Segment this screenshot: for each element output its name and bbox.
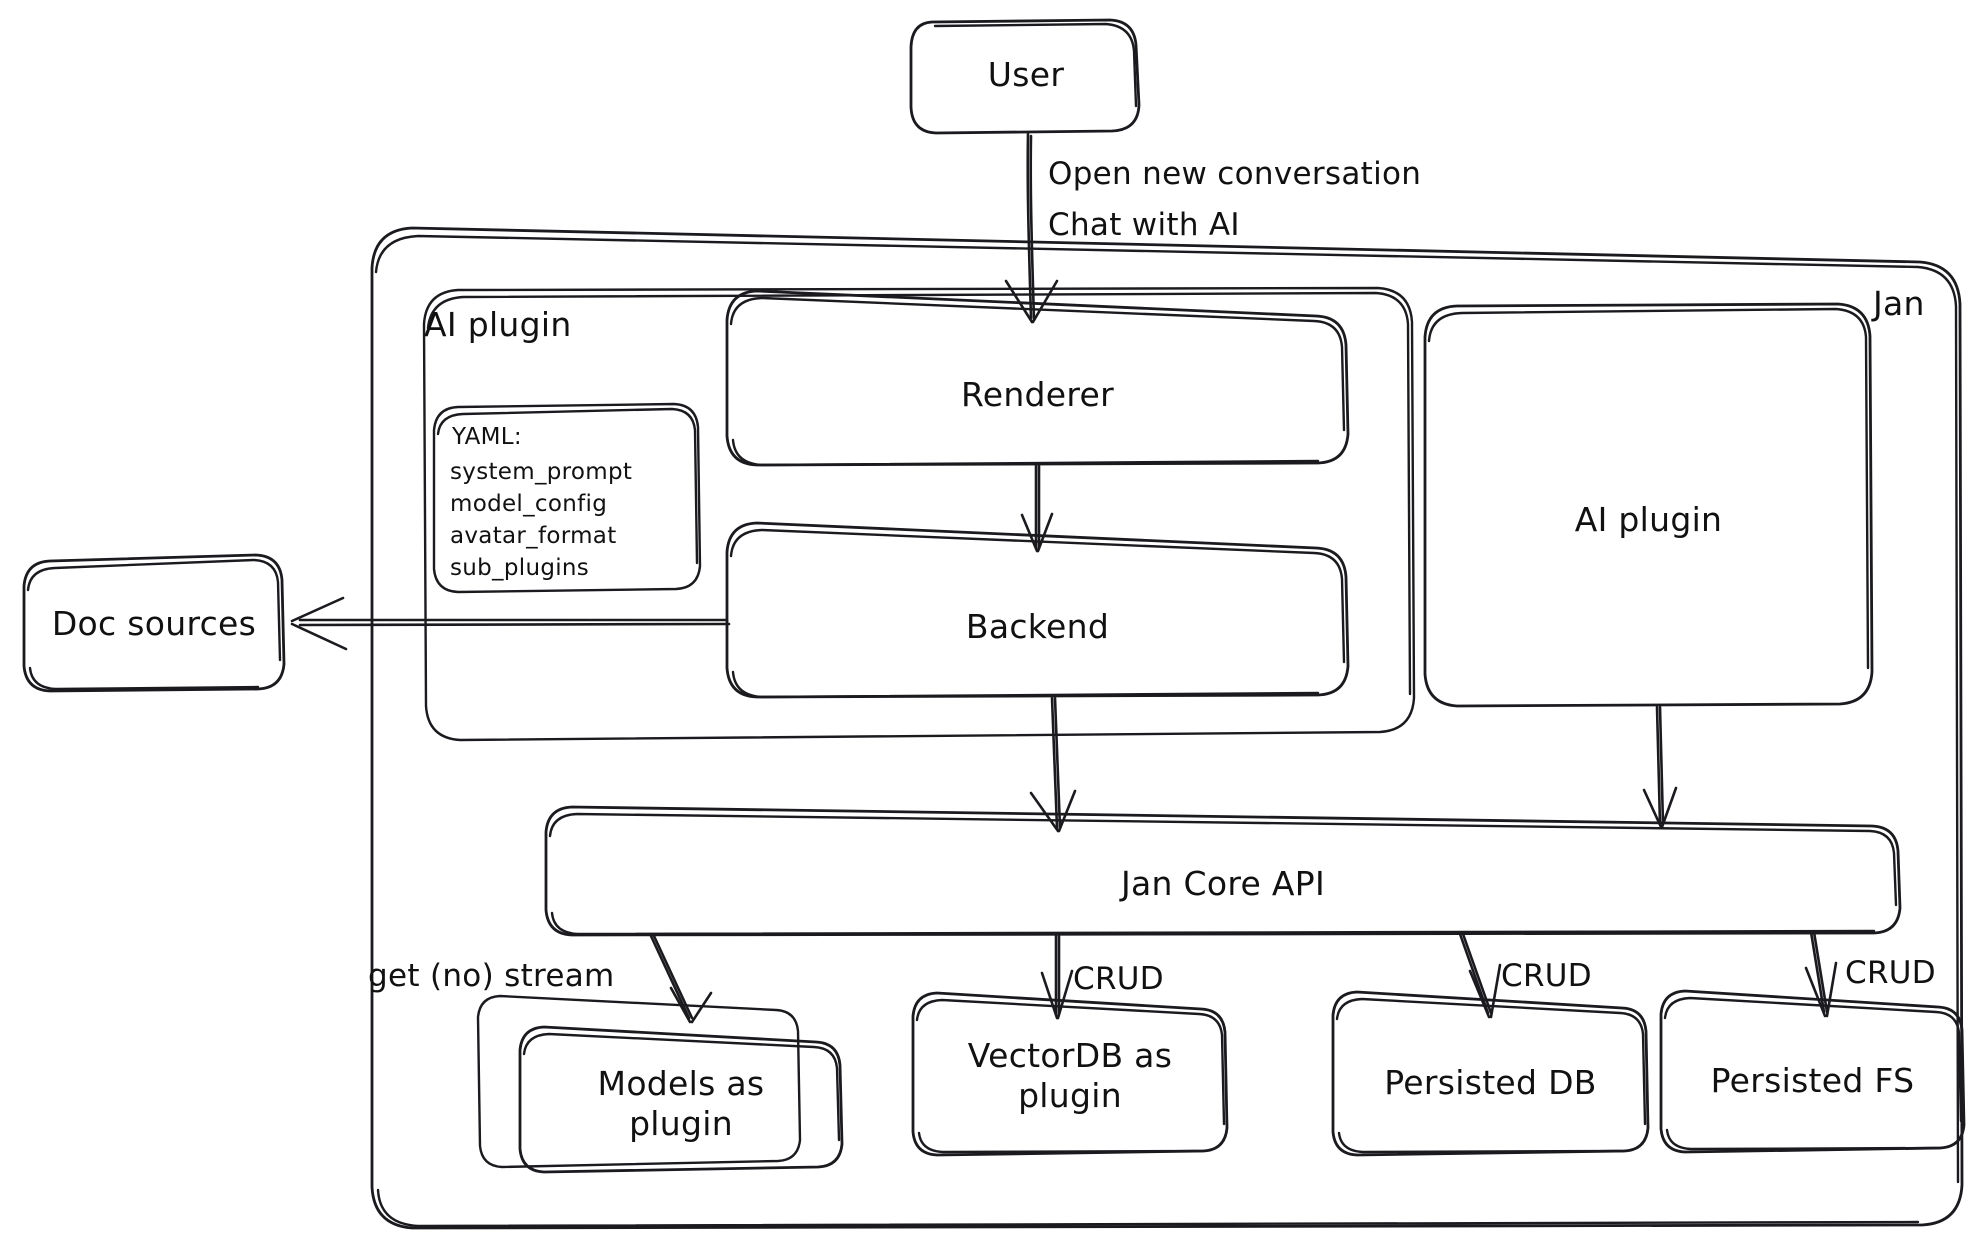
yaml-card-shape xyxy=(432,402,702,594)
node-persisted-fs-label: Persisted FS xyxy=(1710,1061,1915,1100)
container-ai-plugin-group-label: AI plugin xyxy=(424,305,572,344)
yaml-key-avatar-format: avatar_format xyxy=(450,523,617,549)
edge-aiplugin-to-core-arrow xyxy=(1642,705,1678,829)
node-persisted-fs-shape[interactable] xyxy=(1659,989,1966,1154)
node-user-label: User xyxy=(987,55,1065,94)
edge-label-open-new-conversation: Open new conversation xyxy=(1048,156,1422,192)
edge-core-to-fs-arrow xyxy=(1804,930,1838,1018)
container-jan-shape xyxy=(370,226,1964,1230)
edge-core-to-db-arrow xyxy=(1458,932,1502,1019)
container-ai-plugin-group-shape xyxy=(422,286,1416,742)
edge-core-to-models-arrow xyxy=(649,934,713,1024)
edge-backend-to-core-arrow xyxy=(1029,696,1077,833)
edge-core-to-vectordb-arrow xyxy=(1040,934,1074,1020)
node-backend-label: Backend xyxy=(965,607,1110,646)
node-renderer-shape[interactable] xyxy=(725,289,1350,467)
container-jan-label: Jan xyxy=(1873,284,1925,323)
node-ai-plugin-right-shape[interactable] xyxy=(1423,302,1874,708)
yaml-card-heading: YAML: xyxy=(452,424,522,450)
node-models-as-plugin-label: Models as plugin xyxy=(597,1064,765,1144)
edge-label-crud-db: CRUD xyxy=(1501,958,1592,994)
yaml-key-model-config: model_config xyxy=(450,491,608,517)
node-ai-plugin-right-label: AI plugin xyxy=(1574,500,1723,539)
edge-label-chat-with-ai: Chat with AI xyxy=(1048,207,1240,243)
node-user-shape[interactable] xyxy=(909,18,1141,135)
node-jan-core-api-label: Jan Core API xyxy=(1120,864,1326,903)
node-backend-shape[interactable] xyxy=(725,521,1350,699)
edge-label-get-no-stream: get (no) stream xyxy=(368,958,615,994)
node-doc-sources-label: Doc sources xyxy=(51,604,257,643)
yaml-key-sub-plugins: sub_plugins xyxy=(450,555,590,581)
node-models-as-plugin-shape[interactable] xyxy=(476,994,844,1174)
yaml-key-system-prompt: system_prompt xyxy=(450,459,633,485)
node-jan-core-api-shape[interactable] xyxy=(544,805,1902,937)
edge-label-crud-fs: CRUD xyxy=(1845,955,1936,991)
edge-user-to-renderer-arrow xyxy=(1004,132,1059,324)
node-renderer-label: Renderer xyxy=(960,375,1115,414)
edge-renderer-to-backend-arrow xyxy=(1020,464,1054,553)
node-vectordb-as-plugin-label: VectorDB as plugin xyxy=(967,1036,1173,1116)
node-persisted-db-label: Persisted DB xyxy=(1384,1063,1597,1102)
edge-backend-to-doc-sources-arrow xyxy=(290,596,731,651)
node-vectordb-as-plugin-shape[interactable] xyxy=(911,991,1229,1157)
edge-label-crud-vectordb: CRUD xyxy=(1073,961,1164,997)
node-persisted-db-shape[interactable] xyxy=(1331,990,1650,1157)
node-doc-sources-shape[interactable] xyxy=(22,553,286,693)
